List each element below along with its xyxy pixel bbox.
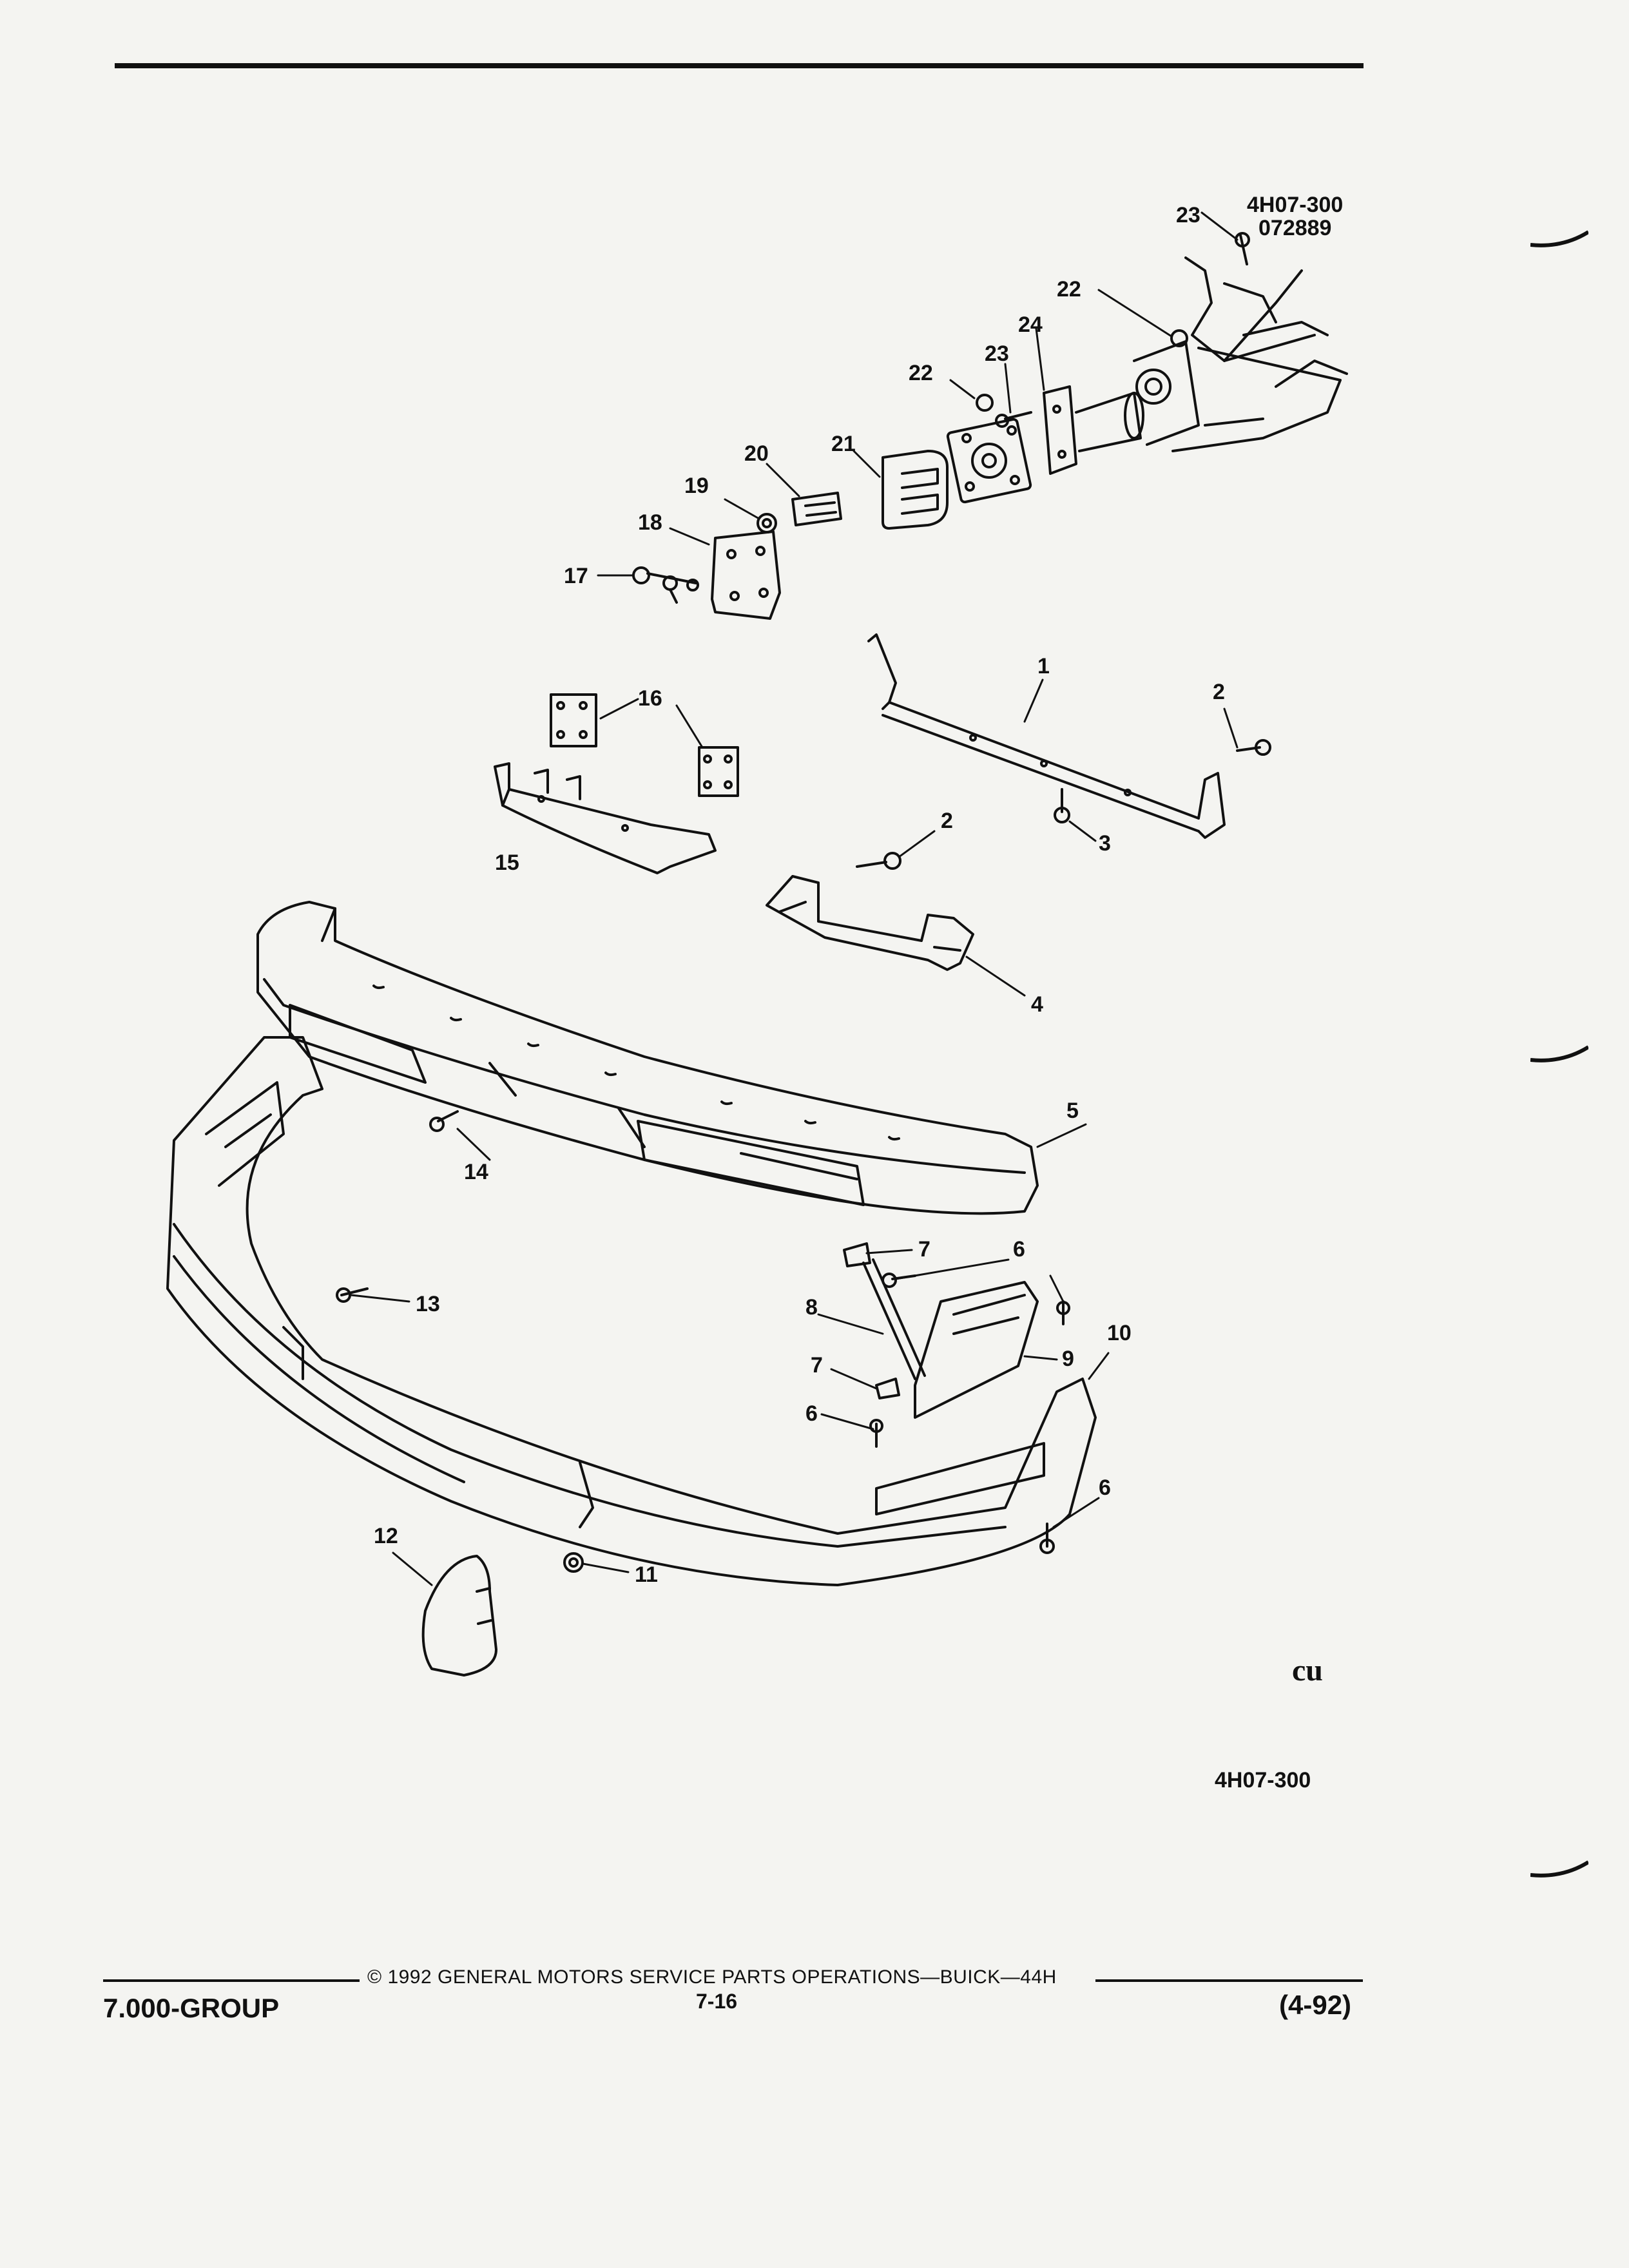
callout-1: 1 xyxy=(1037,654,1050,678)
callout-10: 10 xyxy=(1107,1321,1132,1345)
reference-date: 072889 xyxy=(1258,216,1332,240)
callout-14: 14 xyxy=(464,1160,488,1184)
footer-rule-left xyxy=(103,1979,360,1982)
callout-23: 23 xyxy=(1176,203,1200,227)
callout-6: 6 xyxy=(1013,1237,1025,1262)
spacer-shim xyxy=(791,492,842,526)
callout-16: 16 xyxy=(638,686,662,711)
nut-19 xyxy=(757,513,777,533)
small-fasteners xyxy=(336,1110,1070,1573)
binder-mark-icon xyxy=(1530,230,1588,247)
bolt-assembly xyxy=(632,566,699,604)
face-bar xyxy=(256,901,1039,1215)
callout-7: 7 xyxy=(811,1353,823,1378)
callout-7: 7 xyxy=(918,1237,930,1262)
callout-numbers: 1 2 2 3 4 5 6 6 6 7 7 8 9 10 11 12 13 14… xyxy=(374,203,1225,1587)
callout-6: 6 xyxy=(1099,1475,1111,1500)
group-label: 7.000-GROUP xyxy=(103,1993,280,2023)
figure-code: 4H07-300 xyxy=(1215,1768,1311,1792)
callout-9: 9 xyxy=(1062,1347,1074,1371)
bracket-plate xyxy=(711,530,781,620)
callout-6: 6 xyxy=(805,1401,818,1426)
publisher-logo: cu xyxy=(1292,1653,1323,1687)
callout-15: 15 xyxy=(495,850,519,875)
callout-22: 22 xyxy=(909,361,933,385)
energy-absorber xyxy=(946,340,1200,504)
callout-3: 3 xyxy=(1099,831,1111,856)
reinforcement-bar xyxy=(867,633,1226,839)
callout-18: 18 xyxy=(638,510,662,535)
callout-11: 11 xyxy=(635,1562,658,1587)
binder-mark-icon xyxy=(1530,1860,1588,1878)
revision-date: (4-92) xyxy=(1279,1990,1352,2020)
callout-2: 2 xyxy=(941,809,953,833)
binder-mark-icon xyxy=(1530,1045,1588,1062)
callout-12: 12 xyxy=(374,1524,398,1548)
brace-and-insert xyxy=(843,1242,1039,1419)
callout-4: 4 xyxy=(1031,992,1043,1017)
end-cap xyxy=(421,1555,497,1677)
bracket-15 xyxy=(494,762,717,874)
callout-22: 22 xyxy=(1057,277,1081,302)
callout-17: 17 xyxy=(564,564,588,588)
pads xyxy=(550,693,739,797)
leader-lines xyxy=(350,211,1239,1586)
copyright-notice: © 1992 GENERAL MOTORS SERVICE PARTS OPER… xyxy=(367,1966,1057,1988)
callout-19: 19 xyxy=(684,474,709,498)
callout-8: 8 xyxy=(805,1295,818,1320)
callout-13: 13 xyxy=(416,1292,440,1316)
footer-rule-right xyxy=(1095,1979,1363,1982)
bumper-fascia xyxy=(166,1036,1097,1586)
callout-23: 23 xyxy=(985,341,1009,366)
callout-21: 21 xyxy=(831,432,856,456)
frame-rail xyxy=(1171,256,1348,452)
bolts-2-3 xyxy=(856,739,1271,870)
callout-2: 2 xyxy=(1213,680,1225,704)
bracket-4 xyxy=(766,875,974,971)
callout-24: 24 xyxy=(1018,312,1043,337)
reference-code: 4H07-300 xyxy=(1247,193,1344,217)
top-rule xyxy=(115,63,1364,68)
callout-20: 20 xyxy=(744,441,769,466)
callout-5: 5 xyxy=(1066,1099,1079,1123)
shim xyxy=(882,450,949,530)
page-number: 7-16 xyxy=(696,1990,738,2013)
